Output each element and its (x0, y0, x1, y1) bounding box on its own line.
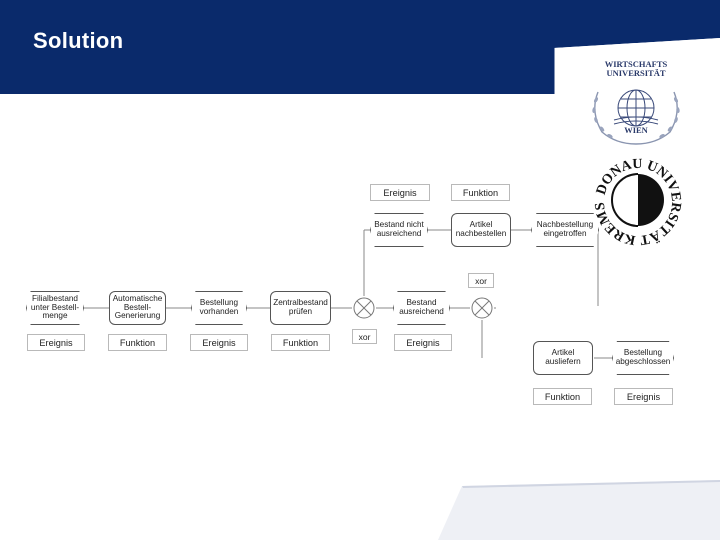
event-bestand-ausreichend: Bestand ausreichend (393, 291, 450, 325)
wu-logo-line1: WIRTSCHAFTS (604, 59, 668, 69)
function-zentralbestand-pruefen: Zentralbestand prüfen (270, 291, 331, 325)
legend-ereignis-top: Ereignis (370, 184, 430, 201)
event-bestellung-vorhanden: Bestellung vorhanden (191, 291, 247, 325)
event-filialbestand: Filialbestand unter Bestell-menge (26, 291, 84, 325)
function-artikel-nachbestellen: Artikel nachbestellen (451, 213, 511, 247)
function-automatische-bestell-generierung: Automatische Bestell-Generierung (109, 291, 166, 325)
event-nachbestellung-eingetroffen: Nachbestellung eingetroffen (531, 213, 599, 247)
wu-logo-line3: WIEN (624, 125, 648, 135)
wu-logo: WIRTSCHAFTS UNIVERSITÄT (588, 56, 684, 148)
globe-book-icon (592, 89, 680, 145)
legend-funktion-top: Funktion (451, 184, 510, 201)
legend-funktion-3: Funktion (533, 388, 592, 405)
donau-seal-icon: DONAU UNIVERSITÄT KREMS (593, 157, 683, 247)
donau-logo: DONAU UNIVERSITÄT KREMS (590, 152, 686, 248)
function-artikel-ausliefern: Artikel ausliefern (533, 341, 593, 375)
legend-funktion-2: Funktion (271, 334, 330, 351)
legend-ereignis-2: Ereignis (190, 334, 248, 351)
event-bestellung-abgeschlossen: Bestellung abgeschlossen (612, 341, 674, 375)
legend-funktion-1: Funktion (108, 334, 167, 351)
legend-ereignis-4: Ereignis (614, 388, 673, 405)
legend-ereignis-1: Ereignis (27, 334, 85, 351)
page-title: Solution (33, 28, 124, 53)
wu-logo-line2: UNIVERSITÄT (606, 68, 666, 78)
footer-swoosh (438, 480, 720, 540)
legend-xor-upper: xor (468, 273, 494, 288)
header-slant (554, 0, 720, 94)
header-bar (0, 0, 554, 94)
legend-xor-lower: xor (352, 329, 377, 344)
event-bestand-nicht-ausreichend: Bestand nicht ausreichend (370, 213, 428, 247)
legend-ereignis-3: Ereignis (394, 334, 452, 351)
